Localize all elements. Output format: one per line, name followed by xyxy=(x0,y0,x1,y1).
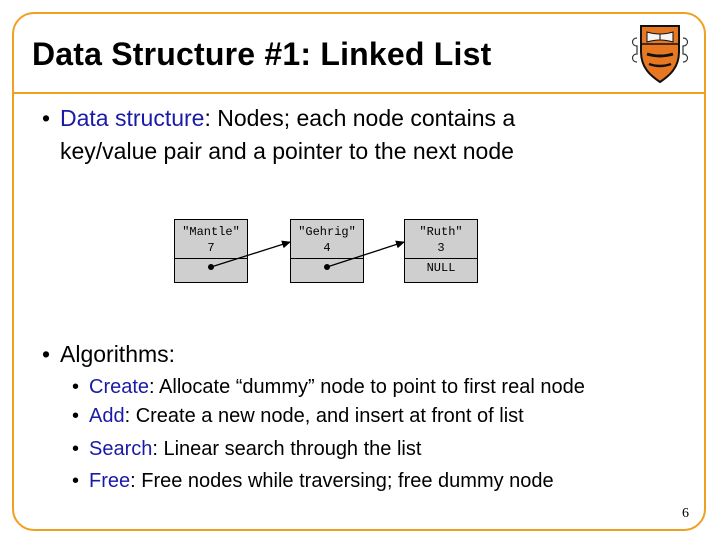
node-value: 7 xyxy=(207,241,215,255)
title-divider xyxy=(14,92,704,94)
algorithm-name: Create xyxy=(89,376,150,398)
algorithm-name: Search xyxy=(89,438,153,460)
node-divider xyxy=(291,258,363,259)
bullet-data-structure: • Data structure: Nodes; each node contai… xyxy=(42,102,515,135)
bullet-continuation: key/value pair and a pointer to the next… xyxy=(60,138,514,164)
slide-frame xyxy=(12,12,706,531)
algorithm-item-create: • Create: Allocate “dummy” node to point … xyxy=(72,375,585,400)
bullet-dot: • xyxy=(72,438,80,460)
princeton-shield-icon xyxy=(631,25,689,84)
linked-list-node: "Mantle" 7 xyxy=(174,219,248,283)
algorithm-name: Add xyxy=(89,405,125,427)
bullet-dot: • xyxy=(42,341,51,367)
page-number: 6 xyxy=(682,506,689,521)
algorithm-desc: : Linear search through the list xyxy=(152,438,422,460)
next-pointer-arrow xyxy=(326,240,405,268)
linked-list-node: "Ruth" 3 NULL xyxy=(404,219,478,283)
algorithm-desc: : Create a new node, and insert at front… xyxy=(124,405,524,427)
algorithm-item-search: • Search: Linear search through the list xyxy=(72,437,421,462)
algorithm-item-free: • Free: Free nodes while traversing; free… xyxy=(72,469,554,494)
algorithm-item-add: • Add: Create a new node, and insert at f… xyxy=(72,404,524,429)
next-pointer-arrow xyxy=(210,240,291,268)
bullet-text: Algorithms: xyxy=(60,341,176,367)
algorithm-name: Free xyxy=(89,470,131,492)
node-divider xyxy=(405,258,477,259)
bullet-dot: • xyxy=(42,105,51,131)
slide-title: Data Structure #1: Linked List xyxy=(32,36,492,72)
node-key: "Mantle" xyxy=(182,225,240,239)
bullet-text: : Nodes; each node contains a xyxy=(204,105,516,131)
bullet-dot: • xyxy=(72,405,80,427)
node-key: "Ruth" xyxy=(419,225,463,239)
bullet-dot: • xyxy=(72,376,80,398)
bullet-accent-term: Data structure xyxy=(60,105,205,131)
node-divider xyxy=(175,258,247,259)
algorithm-desc: : Free nodes while traversing; free dumm… xyxy=(130,470,554,492)
node-value: 4 xyxy=(323,241,331,255)
bullet-algorithms: • Algorithms: xyxy=(42,338,175,371)
node-value: 3 xyxy=(437,241,445,255)
bullet-dot: • xyxy=(72,470,80,492)
node-next: NULL xyxy=(426,261,456,275)
linked-list-node: "Gehrig" 4 xyxy=(290,219,364,283)
node-key: "Gehrig" xyxy=(298,225,356,239)
algorithm-desc: : Allocate “dummy” node to point to firs… xyxy=(149,376,585,398)
